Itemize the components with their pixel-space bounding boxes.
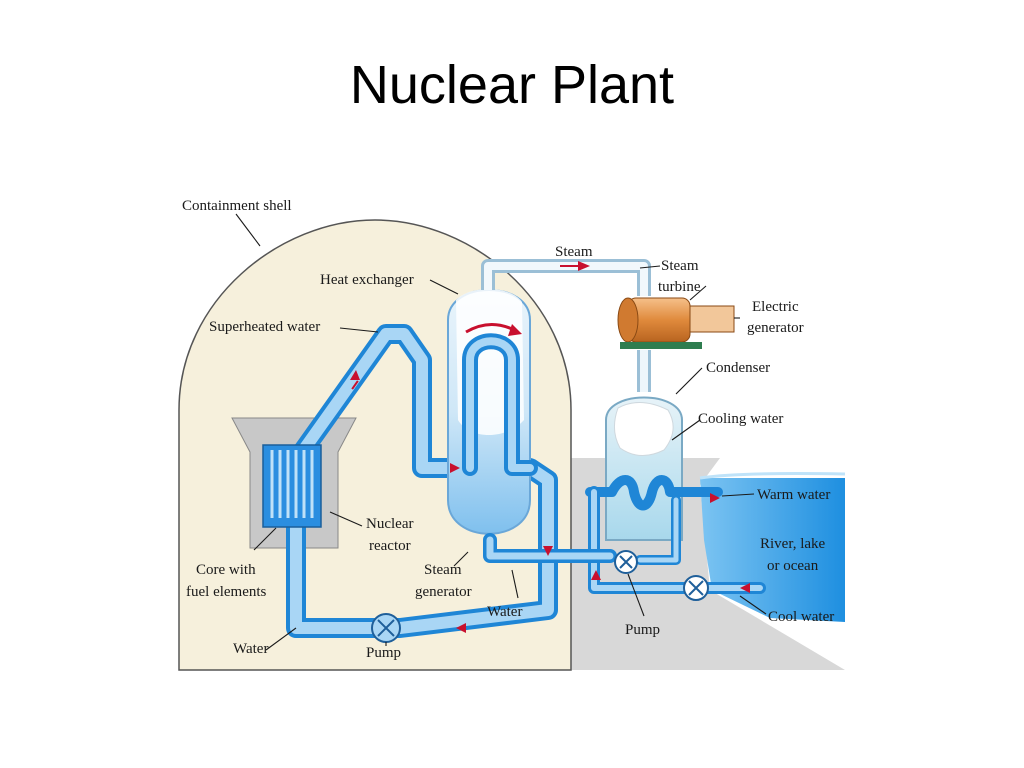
label-steam-turbine-1: Steam xyxy=(661,258,699,274)
label-cool-water: Cool water xyxy=(768,609,834,625)
label-pump-condenser: Pump xyxy=(625,622,660,638)
label-cooling-water: Cooling water xyxy=(698,411,783,427)
label-pump-primary: Pump xyxy=(366,645,401,661)
condensate-return xyxy=(483,533,617,563)
label-warm-water: Warm water xyxy=(757,487,830,503)
label-nuclear-reactor-2: reactor xyxy=(369,538,411,554)
steam-turbine xyxy=(617,297,735,349)
label-core-2: fuel elements xyxy=(186,584,267,600)
primary-loop-pipe xyxy=(286,324,558,638)
label-river-1: River, lake xyxy=(760,536,826,552)
condenser-pump xyxy=(614,550,638,574)
reactor-core xyxy=(262,444,322,528)
label-core-1: Core with xyxy=(196,562,256,578)
river-surface xyxy=(699,472,846,480)
label-superheated-water: Superheated water xyxy=(209,319,320,335)
label-heat-exchanger: Heat exchanger xyxy=(320,272,414,288)
leader-lines xyxy=(235,213,767,651)
page-title: Nuclear Plant xyxy=(349,55,675,115)
label-water-primary: Water xyxy=(233,641,268,657)
label-containment-shell: Containment shell xyxy=(182,198,292,214)
label-steam-turbine-2: turbine xyxy=(658,279,701,295)
cooling-pump xyxy=(683,575,709,601)
label-electric-generator-1: Electric xyxy=(752,299,799,315)
cooling-water-loop xyxy=(588,486,766,594)
label-steam-generator-2: generator xyxy=(415,584,472,600)
steam-line xyxy=(481,259,651,296)
label-steam: Steam xyxy=(555,244,593,260)
label-nuclear-reactor-1: Nuclear xyxy=(366,516,413,532)
label-condenser: Condenser xyxy=(706,360,770,376)
label-water-secondary: Water xyxy=(487,604,522,620)
flow-arrows xyxy=(350,370,750,633)
label-steam-generator-1: Steam xyxy=(424,562,462,578)
label-river-2: or ocean xyxy=(767,558,819,574)
label-electric-generator-2: generator xyxy=(747,320,804,336)
condenser xyxy=(585,396,723,541)
primary-pump xyxy=(371,613,401,643)
steam-generator xyxy=(447,288,538,535)
